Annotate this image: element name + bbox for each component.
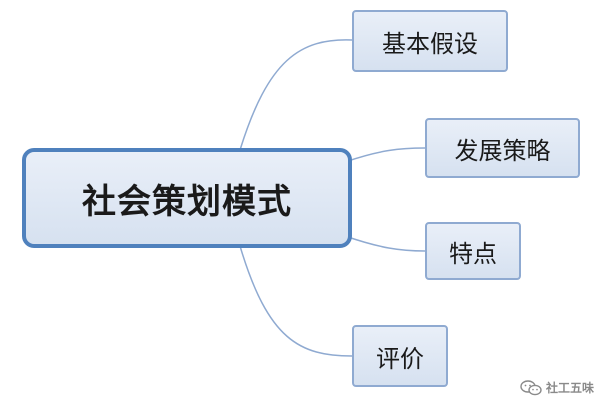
branch-evaluation[interactable]: 评价 — [352, 325, 448, 387]
branch-label: 评价 — [376, 344, 424, 373]
branch-label: 发展策略 — [454, 136, 551, 165]
connector-evaluation — [239, 245, 353, 357]
watermark: 社工五味 — [520, 379, 594, 396]
branch-features[interactable]: 特点 — [425, 222, 521, 280]
branch-basic-assumptions[interactable]: 基本假设 — [352, 10, 508, 72]
central-topic[interactable]: 社会策划模式 — [22, 148, 352, 248]
connector-features — [344, 235, 426, 252]
branch-label: 特点 — [449, 239, 497, 268]
central-topic-label: 社会策划模式 — [82, 181, 292, 222]
branch-label: 基本假设 — [382, 29, 478, 58]
wechat-icon — [520, 379, 542, 395]
watermark-text: 社工五味 — [545, 381, 594, 395]
connector-development-strategy — [344, 147, 426, 163]
branch-development-strategy[interactable]: 发展策略 — [425, 118, 580, 178]
connector-basic-assumptions — [239, 39, 353, 151]
